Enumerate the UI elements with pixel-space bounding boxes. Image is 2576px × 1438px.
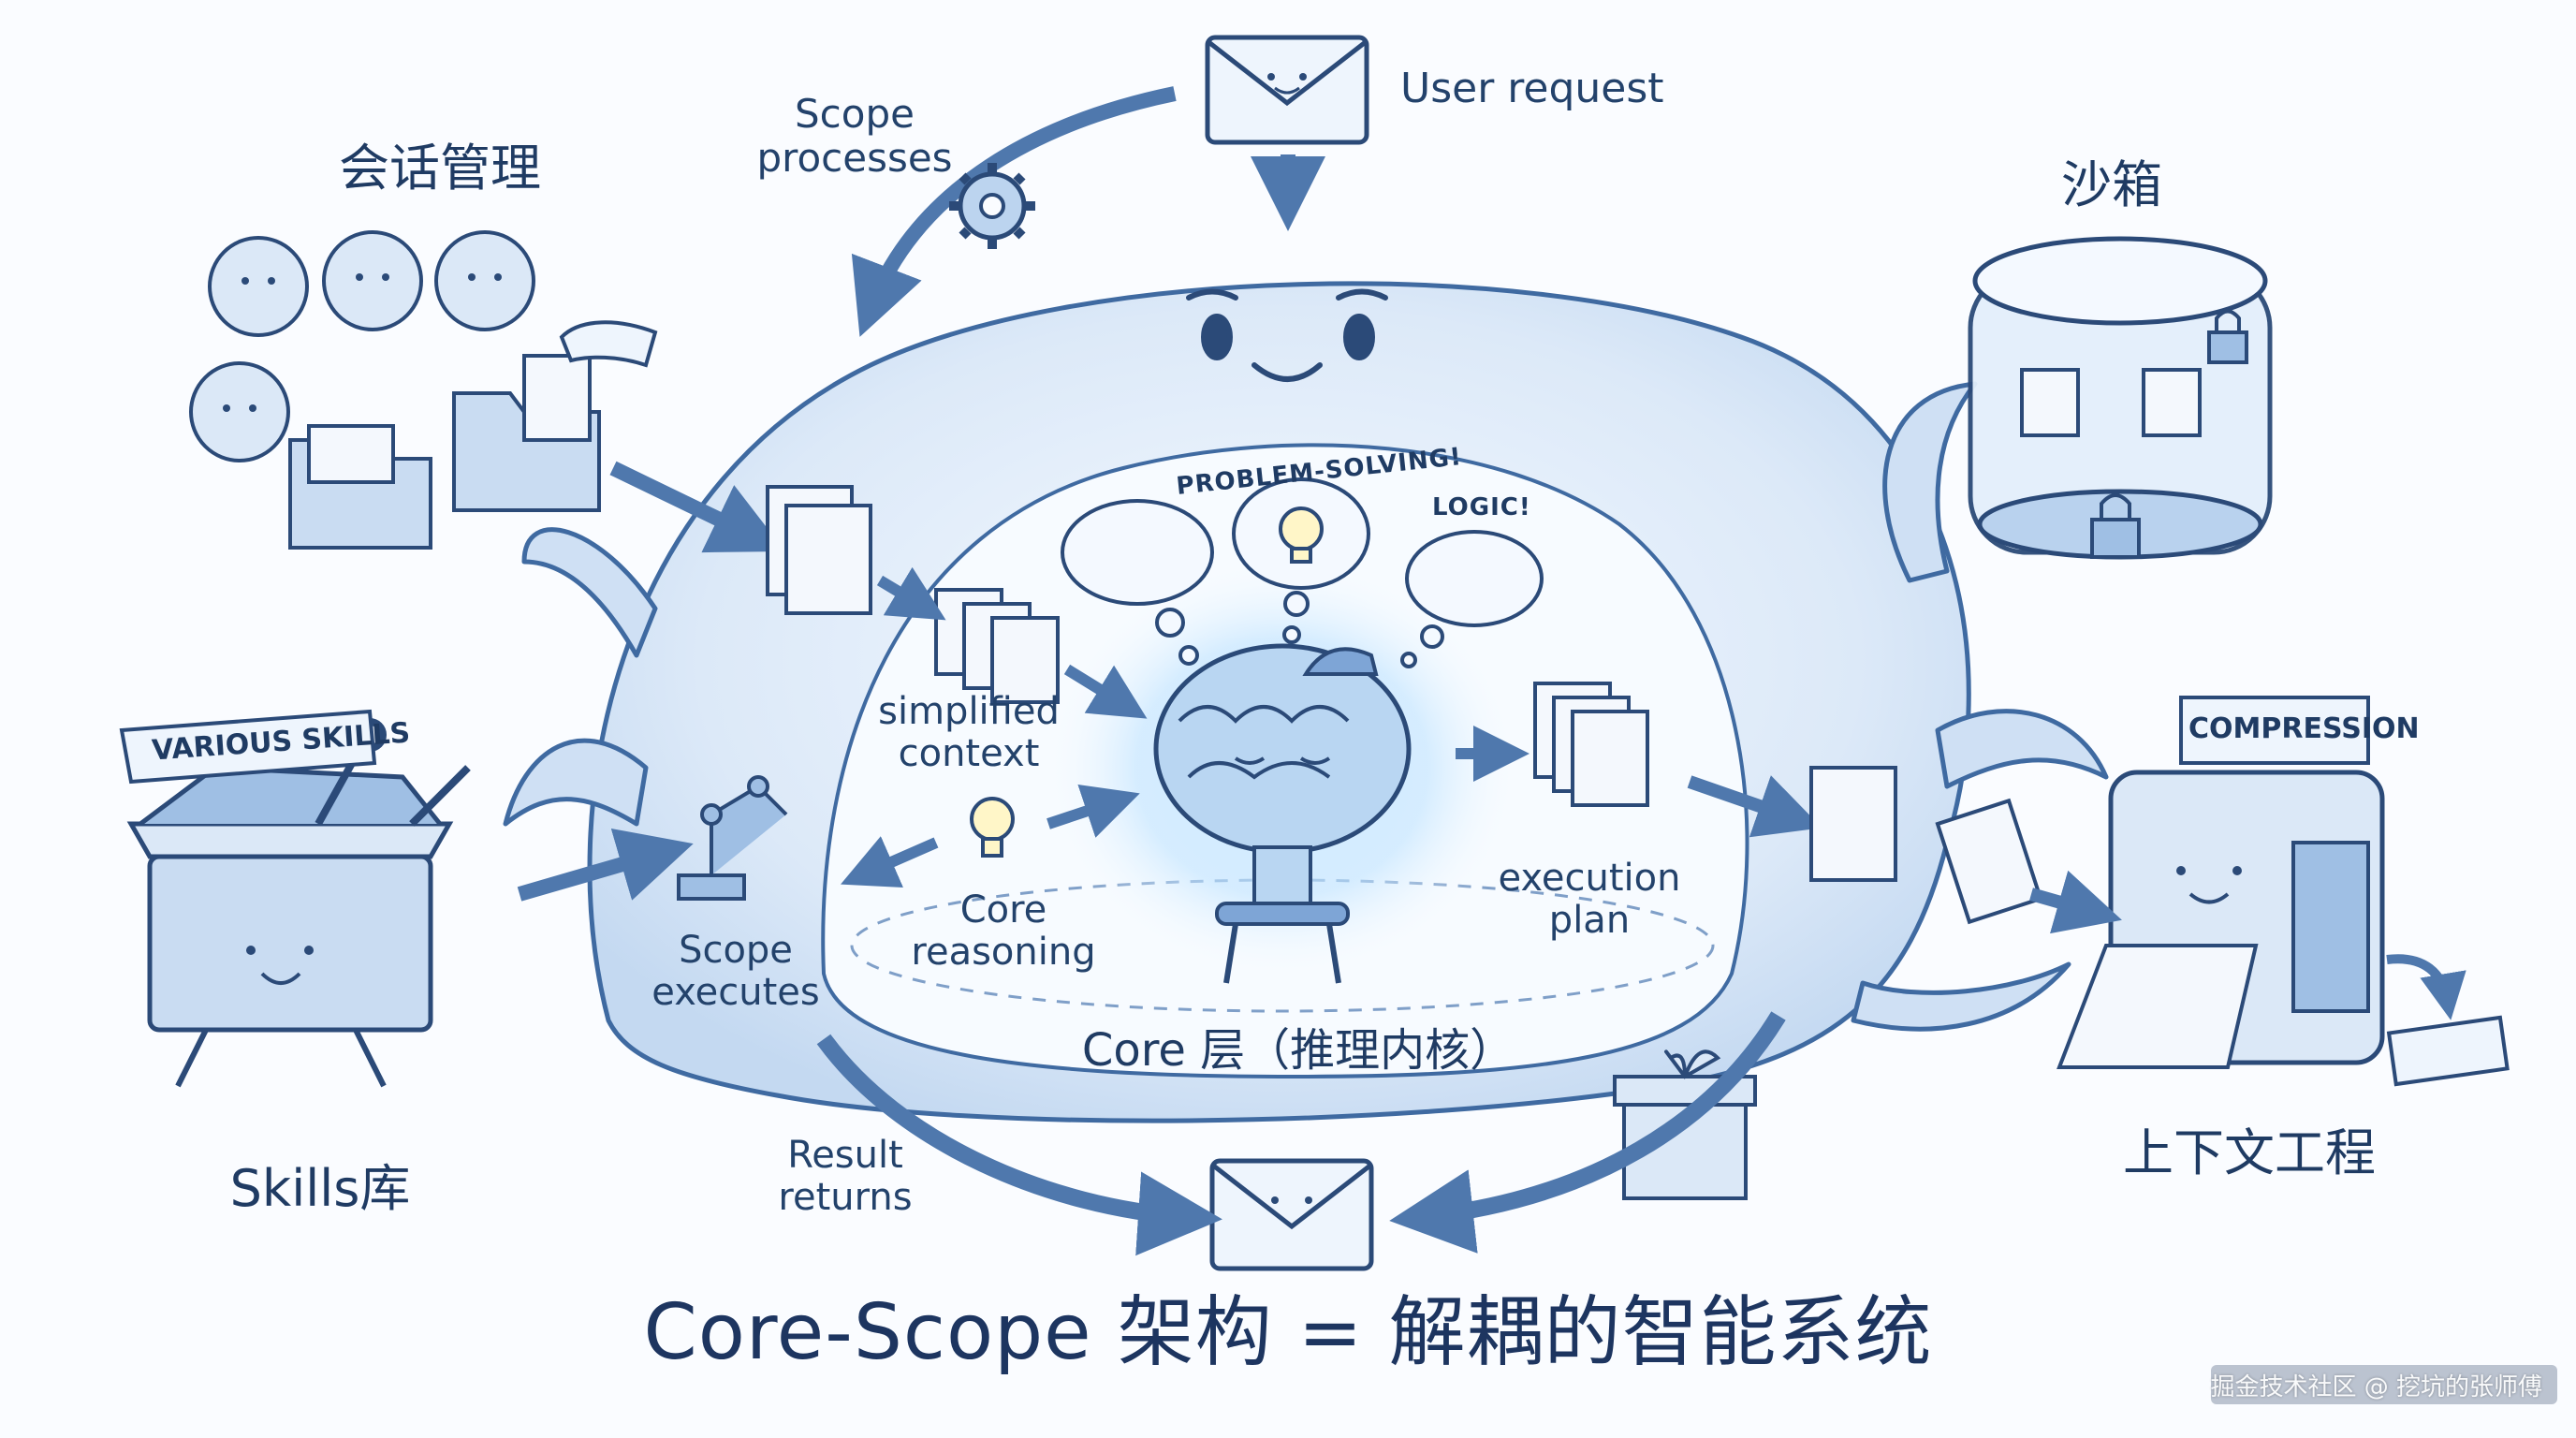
session-arrow	[609, 461, 785, 553]
robot-arm-icon	[677, 775, 788, 901]
logic-label: LOGIC!	[1432, 493, 1531, 521]
brain-icon	[1153, 643, 1412, 984]
user-request-label: User request	[1400, 65, 1664, 112]
gift-return-arrow	[1389, 1011, 1786, 1254]
result-envelope-icon	[1209, 1158, 1374, 1271]
scope-processes-label: Scope processes	[756, 91, 953, 182]
context-engineering-label: 上下文工程	[2123, 1123, 2376, 1182]
user-avatars	[189, 230, 535, 462]
result-returns-label: Result returns	[778, 1134, 913, 1219]
gear-icon	[949, 163, 1035, 249]
thought-clouds	[1061, 477, 1544, 668]
simplified-context-label: simplified context	[878, 690, 1060, 775]
plan-out-arrow	[1687, 775, 1822, 838]
folder-icons	[288, 354, 601, 550]
compression-label: COMPRESSION	[2188, 712, 2420, 745]
core-floor-ellipse	[850, 878, 1715, 1013]
doc-to-compression-arrow	[2029, 870, 2122, 934]
sandbox-label: 沙箱	[2061, 155, 2162, 214]
watermark-backing	[2211, 1365, 2557, 1404]
blob-face	[1186, 288, 1388, 382]
skills-toolbox-icon	[126, 765, 454, 1088]
execution-plan-label: execution plan	[1498, 857, 1681, 942]
watermark: 掘金技术社区 @ 挖坑的张师傅	[2210, 1373, 2542, 1401]
result-returns-arrow	[816, 1034, 1222, 1256]
hand-icon	[559, 320, 658, 368]
compression-machine-icon	[2056, 696, 2510, 1087]
to-robot-arm-arrow	[841, 836, 939, 888]
doc-arrow-2	[1063, 664, 1148, 719]
user-request-envelope-icon	[1205, 35, 1369, 145]
core-layer-label: Core 层（推理内核）	[1081, 1024, 1515, 1077]
documents-icon	[766, 485, 1060, 704]
code-doc-outside-icon	[1809, 766, 2043, 925]
scope-executes-label: Scope executes	[651, 929, 820, 1014]
skills-arrow	[517, 828, 694, 902]
diagram-title: Core-Scope 架构 = 解耦的智能系统	[643, 1288, 1933, 1377]
lightbulb-icon	[970, 506, 1324, 858]
various-skills-banner	[119, 709, 377, 785]
to-brain-arrow	[1046, 784, 1140, 838]
doc-arrow-1	[876, 566, 946, 621]
skills-lib-label: Skills库	[229, 1159, 411, 1218]
code-doc-icon	[1533, 682, 1649, 807]
lock-icon	[2090, 309, 2248, 559]
session-mgmt-label: 会话管理	[339, 139, 541, 198]
core-reasoning-label: Core reasoning	[911, 888, 1096, 974]
compression-out-arrow	[2386, 954, 2466, 1020]
sandbox-jar-icon	[1968, 236, 2273, 560]
